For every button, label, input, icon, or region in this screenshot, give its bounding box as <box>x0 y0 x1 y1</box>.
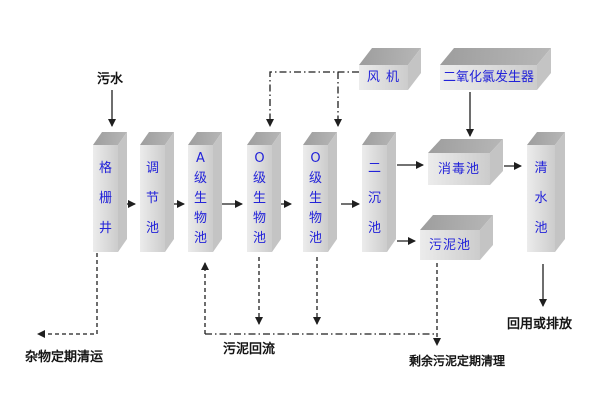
tank-grid-well: 格栅井 <box>93 132 127 252</box>
equipment-label: 二氧化氯发生器 <box>440 65 537 90</box>
tank-top-face <box>93 132 127 145</box>
tank-regulating: 调节池 <box>140 132 174 252</box>
tank-secondary-sedimentation: 二沉池 <box>362 132 396 252</box>
tank-top-face <box>303 132 337 145</box>
note-reuse-or-discharge: 回用或排放 <box>507 317 573 332</box>
tank-top-face <box>247 132 281 145</box>
equipment-top-face <box>428 139 503 153</box>
equipment-chlorine-dioxide-generator: 二氧化氯发生器 <box>440 48 551 90</box>
equipment-side-face <box>480 215 493 260</box>
equipment-side-face <box>490 139 503 185</box>
tank-side-face <box>213 132 222 252</box>
tank-label: 二沉池 <box>362 145 387 252</box>
tank-side-face <box>272 132 281 252</box>
note-debris-removal: 杂物定期清运 <box>25 350 104 365</box>
sludge-return-lines <box>201 257 441 346</box>
tank-side-face <box>118 132 127 252</box>
influent-label: 污水 <box>97 72 124 87</box>
equipment-label: 污泥池 <box>420 230 480 260</box>
equipment-top-face <box>420 215 493 230</box>
equipment-top-face <box>359 48 421 65</box>
tank-label: 清水池 <box>527 145 555 252</box>
tank-side-face <box>165 132 174 252</box>
debris-removal-line <box>37 253 98 338</box>
equipment-label: 风 机 <box>359 65 408 90</box>
equipment-label: 消毒池 <box>428 153 490 185</box>
tank-top-face <box>188 132 222 145</box>
tank-side-face <box>387 132 396 252</box>
tank-label: 格栅井 <box>93 145 118 252</box>
equipment-disinfection-tank: 消毒池 <box>428 139 503 185</box>
equipment-sludge-tank: 污泥池 <box>420 215 493 260</box>
equipment-blower: 风 机 <box>359 48 421 90</box>
note-excess-sludge-disposal: 剩余污泥定期清理 <box>409 354 506 368</box>
grid-well-debris-line <box>37 253 98 338</box>
tank-clear-water: 清水池 <box>527 132 565 252</box>
tank-top-face <box>362 132 396 145</box>
note-sludge-return: 污泥回流 <box>223 342 276 357</box>
tank-label: 调节池 <box>140 145 165 252</box>
tank-side-face <box>328 132 337 252</box>
tank-side-face <box>555 132 565 252</box>
equipment-top-face <box>440 48 551 65</box>
tank-top-face <box>527 132 565 145</box>
tank-top-face <box>140 132 174 145</box>
blower-air-line <box>266 71 359 127</box>
air-supply-lines <box>266 71 359 127</box>
